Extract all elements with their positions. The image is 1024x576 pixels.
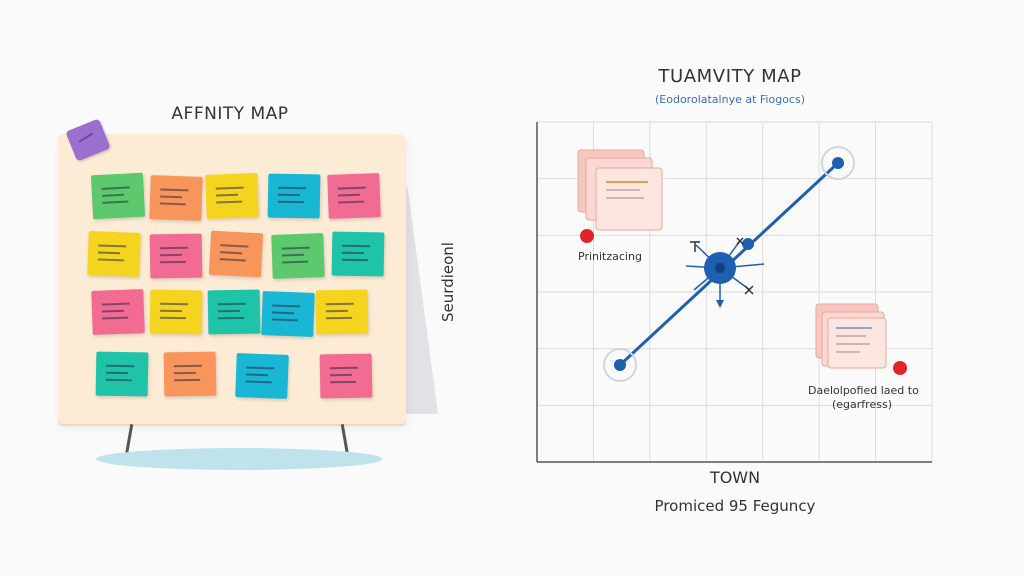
hub-arrow-down <box>716 300 724 308</box>
marker-left <box>580 229 594 243</box>
chart-subtitle: (Eodorolatalnye at Fiogocs) <box>655 93 805 106</box>
document-stack-right <box>815 303 887 369</box>
endpoint-bottom <box>614 359 626 371</box>
document-stack-left <box>577 149 663 231</box>
endpoint-top <box>832 157 844 169</box>
x-axis-label: TOWN <box>709 468 761 487</box>
callout-left: Prinitzacing <box>578 250 642 263</box>
callout-right-line1: Daelolpofied laed to <box>808 384 919 397</box>
y-axis-label: Seurdieonl <box>439 242 457 322</box>
midpoint-dot <box>742 238 754 250</box>
endpoint-ring-bottom <box>603 348 637 382</box>
chart-caption: Promiced 95 Feguncy <box>654 497 816 515</box>
floor-shadow <box>96 448 382 470</box>
affinity-board <box>58 134 406 424</box>
callout-right-line2: (egarfress) <box>832 398 892 411</box>
affinity-map-title: AFFNITY MAP <box>171 104 289 124</box>
chart-title: TUAMVITY MAP <box>658 66 802 87</box>
axes <box>536 122 932 463</box>
marker-right <box>893 361 907 375</box>
endpoint-ring-top <box>821 146 855 180</box>
